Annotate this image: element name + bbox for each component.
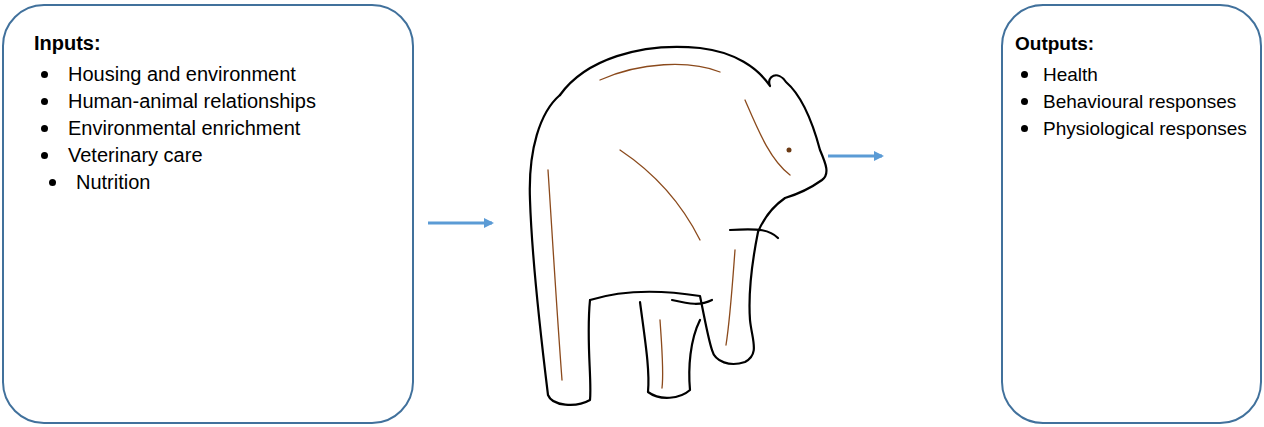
bullet-dot — [1021, 98, 1028, 105]
bullet-dot — [41, 152, 48, 159]
bear-accent — [600, 64, 720, 80]
inputs-box: Inputs: Housing and environmentHuman-anim… — [2, 4, 414, 424]
bullet-dot — [41, 125, 48, 132]
bullet-dot — [1021, 125, 1028, 132]
bear-illustration — [530, 47, 827, 405]
list-item: Environmental enrichment — [68, 115, 300, 142]
bullet-dot — [41, 98, 48, 105]
bear-accent — [726, 250, 735, 345]
list-item: Behavioural responses — [1043, 88, 1236, 115]
flow-arrow — [428, 222, 492, 225]
bear-eye — [787, 148, 792, 153]
list-item: Health — [1043, 61, 1098, 88]
bear-accent — [660, 320, 663, 388]
bear-outline — [560, 47, 826, 364]
bear-accent — [548, 170, 562, 380]
outputs-box: Outputs: HealthBehavioural responsesPhysi… — [1001, 4, 1262, 424]
bullet-dot — [1021, 71, 1028, 78]
list-item: Nutrition — [76, 169, 150, 196]
box-heading: Outputs: — [1015, 30, 1094, 57]
bear-back-leg — [640, 302, 700, 398]
list-item: Housing and environment — [68, 61, 296, 88]
flow-arrow — [828, 155, 882, 158]
bullet-dot — [49, 179, 56, 186]
bullet-dot — [41, 71, 48, 78]
list-item: Veterinary care — [68, 142, 203, 169]
box-heading: Inputs: — [34, 30, 101, 57]
list-item: Physiological responses — [1043, 115, 1247, 142]
bear-collar-line — [730, 229, 778, 238]
bear-rear-leg — [530, 95, 591, 405]
bear-accent — [620, 150, 700, 240]
bear-accent — [745, 100, 790, 175]
list-item: Human-animal relationships — [68, 88, 316, 115]
bear-accents — [548, 64, 790, 388]
bear-band-line — [672, 300, 712, 304]
